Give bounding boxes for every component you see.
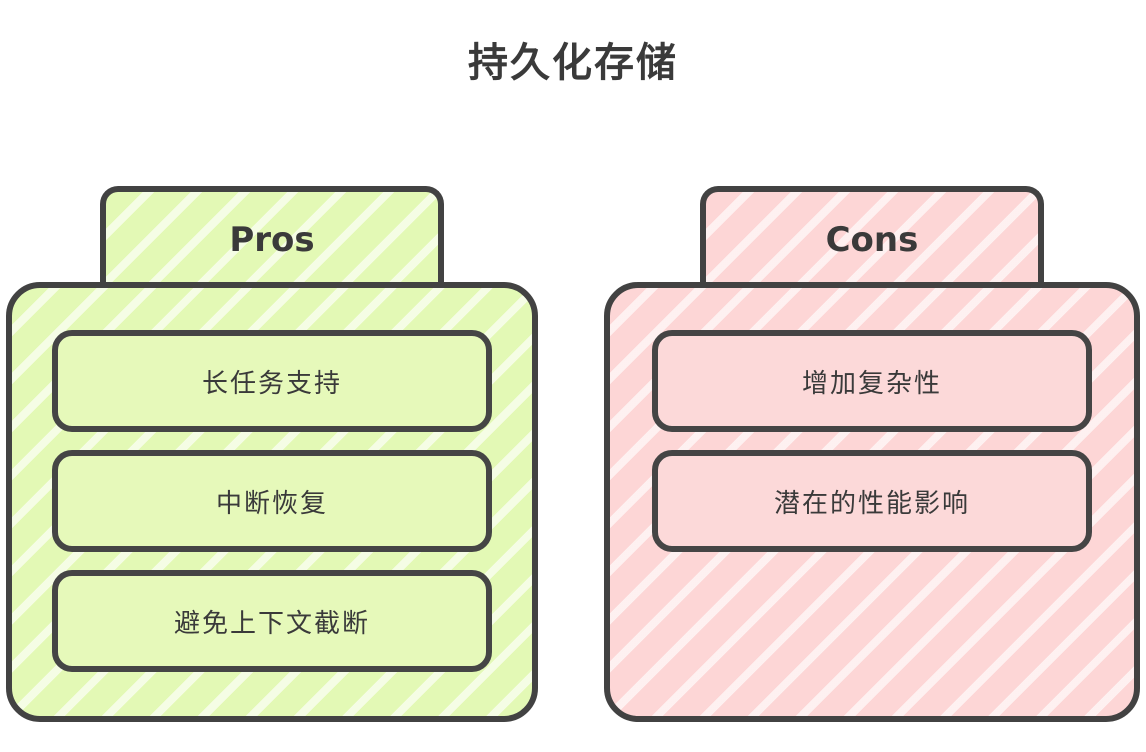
pros-header: Pros [100, 186, 444, 288]
pros-item: 避免上下文截断 [52, 570, 492, 672]
pros-item: 中断恢复 [52, 450, 492, 552]
cons-item: 增加复杂性 [652, 330, 1092, 432]
cons-item: 潜在的性能影响 [652, 450, 1092, 552]
pros-item: 长任务支持 [52, 330, 492, 432]
diagram-title: 持久化存储 [468, 40, 678, 86]
cons-header: Cons [700, 186, 1044, 288]
